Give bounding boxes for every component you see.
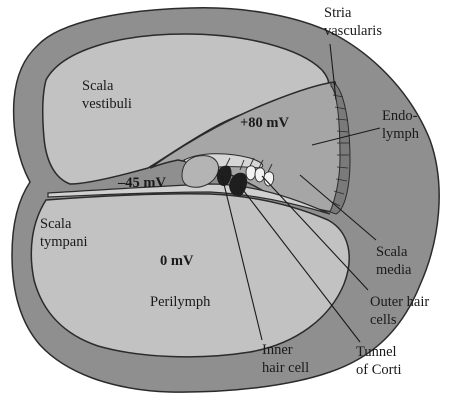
label-zero-mv: 0 mV xyxy=(160,253,194,269)
label-stria-vascularis-1: Stria xyxy=(324,5,352,21)
label-tunnel-of-corti-2: of Corti xyxy=(356,362,402,378)
label-outer-hair-cells-2: cells xyxy=(370,312,397,328)
label-tunnel-of-corti-1: Tunnel xyxy=(356,344,397,360)
label-perilymph: Perilymph xyxy=(150,294,211,310)
label-outer-hair-cells-1: Outer hair xyxy=(370,294,429,310)
label-scala-tympani-1: Scala xyxy=(40,216,72,232)
label-minus-45-mv: –45 mV xyxy=(117,175,166,191)
label-scala-tympani-2: tympani xyxy=(40,234,88,250)
label-endolymph-2: lymph xyxy=(382,126,420,142)
outer-hair-cell-2 xyxy=(255,168,265,182)
label-scala-media-1: Scala xyxy=(376,244,408,260)
outer-hair-cell-1 xyxy=(246,166,256,180)
label-scala-vestibuli-1: Scala xyxy=(82,78,114,94)
label-inner-hair-cell-2: hair cell xyxy=(262,360,309,376)
label-stria-vascularis-2: vascularis xyxy=(324,23,382,39)
label-plus-80-mv: +80 mV xyxy=(240,115,289,131)
label-endolymph-1: Endo- xyxy=(382,108,418,124)
label-scala-media-2: media xyxy=(376,262,412,278)
label-scala-vestibuli-2: vestibuli xyxy=(82,96,132,112)
label-inner-hair-cell-1: Inner xyxy=(262,342,293,358)
